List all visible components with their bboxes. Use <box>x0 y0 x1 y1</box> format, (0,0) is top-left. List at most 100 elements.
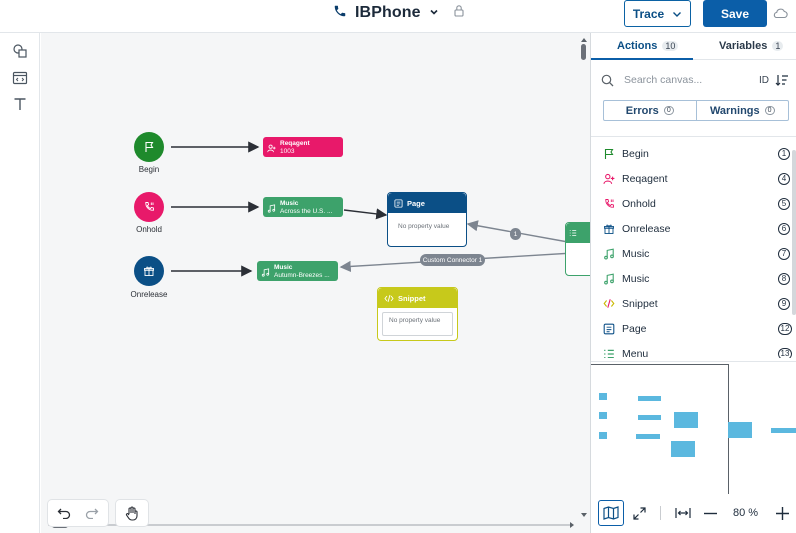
list-item[interactable]: Music 7 <box>591 241 791 266</box>
tab-actions[interactable]: Actions 10 <box>617 40 679 52</box>
minimap[interactable] <box>591 361 796 495</box>
minimap-node <box>599 412 607 419</box>
canvas-tools <box>48 500 148 526</box>
code-window-icon[interactable] <box>11 69 29 87</box>
list-item[interactable]: Reqagent 4 <box>591 166 791 191</box>
flag-icon <box>145 141 154 152</box>
tab-variables[interactable]: Variables 1 <box>719 40 784 52</box>
errors-button[interactable]: Errors 0 <box>604 101 696 120</box>
vertical-scroll-thumb[interactable] <box>581 44 586 60</box>
sort-icon[interactable] <box>775 74 789 86</box>
music-node-2-sub: Autumn-Breezes ... <box>274 272 330 279</box>
scroll-right-icon[interactable] <box>567 520 577 530</box>
divider <box>660 506 661 520</box>
chevron-down-icon[interactable] <box>429 4 439 22</box>
map-icon <box>603 506 619 520</box>
onrelease-node[interactable] <box>134 256 164 286</box>
undo-icon[interactable] <box>57 507 71 519</box>
list-item[interactable]: Snippet 9 <box>591 291 791 316</box>
warnings-label: Warnings <box>709 104 760 117</box>
music-note-icon <box>602 247 616 261</box>
gift-icon <box>144 266 154 276</box>
errors-count: 0 <box>663 106 674 115</box>
snippet-node-title: Snippet <box>398 293 426 303</box>
connector-badge[interactable]: 1 <box>510 228 521 240</box>
begin-node[interactable] <box>134 132 164 162</box>
onhold-node[interactable] <box>134 192 164 222</box>
page-node-body: No property value <box>398 223 450 230</box>
list-item[interactable]: Menu 13 <box>591 341 792 358</box>
canvas-horizontal-scrollbar[interactable] <box>48 524 572 526</box>
list-item[interactable]: Onrelease 6 <box>591 216 791 241</box>
custom-connector-label[interactable]: Custom Connector 1 <box>420 254 485 266</box>
flag-icon <box>602 147 616 161</box>
zoom-level: 80 % <box>733 507 759 519</box>
minimap-node <box>636 434 660 439</box>
trace-label: Trace <box>632 6 665 21</box>
actions-scrollbar[interactable] <box>792 150 796 315</box>
tool-rail <box>0 33 40 533</box>
search-input[interactable]: Search canvas... <box>624 74 703 86</box>
phone-icon <box>333 4 347 23</box>
warnings-button[interactable]: Warnings 0 <box>695 101 789 120</box>
pan-tool[interactable] <box>116 500 148 526</box>
page-node[interactable]: Page No property value <box>387 192 467 247</box>
sort-id-label: ID <box>759 74 769 86</box>
canvas-vertical-scrollbar[interactable] <box>578 33 590 520</box>
reqagent-node-title: Reqagent <box>280 140 310 147</box>
panel-tabs: Actions 10 Variables 1 <box>591 33 796 60</box>
list-item[interactable]: Begin 1 <box>591 141 791 166</box>
music-node-1-title: Music <box>280 200 299 207</box>
list-item[interactable]: Music 8 <box>591 266 791 291</box>
fit-width-icon[interactable] <box>675 507 691 519</box>
app-title-group[interactable]: IBPhone <box>333 3 465 23</box>
minimap-toggle[interactable] <box>598 500 624 526</box>
zoom-out-icon[interactable] <box>704 512 717 515</box>
gift-icon <box>602 222 616 236</box>
begin-node-label: Begin <box>138 165 160 174</box>
minimap-viewport[interactable] <box>591 364 729 494</box>
actions-list: Begin 1 Reqagent 4 Onhold 5 Onrelease 6 … <box>591 136 796 358</box>
save-button[interactable]: Save <box>703 0 767 27</box>
code-icon <box>384 294 394 302</box>
trace-dropdown[interactable]: Trace <box>624 0 691 27</box>
text-tool-icon[interactable] <box>11 95 29 113</box>
zoom-in-icon[interactable] <box>776 507 789 520</box>
scroll-down-icon[interactable] <box>578 510 590 520</box>
add-user-icon <box>267 144 276 152</box>
list-item-id: 5 <box>778 197 790 210</box>
expand-icon[interactable] <box>633 507 646 520</box>
code-icon <box>602 297 616 311</box>
menu-node[interactable] <box>565 222 590 276</box>
warnings-count: 0 <box>764 106 775 115</box>
redo-icon[interactable] <box>85 507 99 519</box>
list-item-label: Reqagent <box>622 172 668 185</box>
onrelease-node-label: Onrelease <box>130 290 168 299</box>
lock-icon[interactable] <box>453 4 465 22</box>
canvas-search[interactable]: Search canvas... ID <box>601 70 789 90</box>
snippet-node[interactable]: Snippet No property value <box>377 287 458 341</box>
chevron-down-icon <box>673 11 682 17</box>
reqagent-node-sub: 1003 <box>280 148 295 155</box>
add-user-icon <box>602 172 616 186</box>
list-item[interactable]: Page 12 <box>591 316 792 341</box>
music-note-icon <box>261 267 270 277</box>
top-bar: IBPhone Trace Save <box>0 0 796 33</box>
scroll-up-icon[interactable] <box>578 35 590 45</box>
page-node-title: Page <box>407 198 425 208</box>
connector-lines <box>171 141 590 277</box>
music-node-2-title: Music <box>274 264 293 271</box>
shapes-icon[interactable] <box>11 42 29 60</box>
list-item[interactable]: Onhold 5 <box>591 191 791 216</box>
list-item-label: Snippet <box>622 297 658 310</box>
list-item-id: 9 <box>778 297 790 310</box>
phone-pause-icon <box>145 202 154 211</box>
list-item-label: Begin <box>622 147 649 160</box>
phone-pause-icon <box>602 197 616 211</box>
tab-actions-count: 10 <box>662 41 679 51</box>
page-icon <box>602 322 616 336</box>
